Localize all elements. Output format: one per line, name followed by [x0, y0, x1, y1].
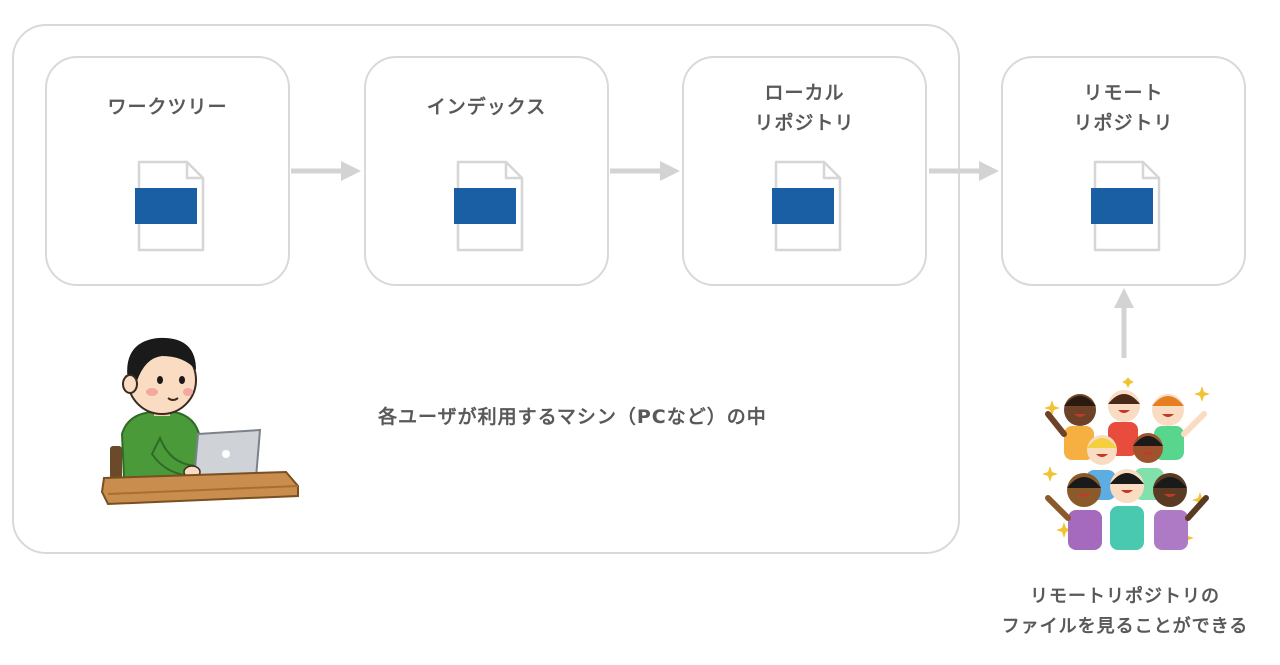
group-of-people-illustration — [1042, 378, 1210, 550]
stage-title: リモート リポジトリ — [1073, 82, 1174, 134]
arrow-icon — [929, 161, 999, 181]
file-icon — [454, 160, 524, 252]
stage-index: インデックス — [364, 56, 609, 286]
file-icon — [135, 160, 205, 252]
stage-title: ワークツリー — [107, 96, 228, 118]
local-machine-container — [12, 24, 960, 554]
arrow-icon — [1114, 288, 1134, 358]
stage-remote-repository: リモート リポジトリ — [1001, 56, 1246, 286]
machine-label: 各ユーザが利用するマシン（PCなど）の中 — [378, 406, 767, 428]
file-icon — [1091, 160, 1161, 252]
stage-work-tree: ワークツリー — [45, 56, 290, 286]
file-icon — [772, 160, 842, 252]
arrow-icon — [291, 161, 361, 181]
person-at-laptop-illustration — [100, 337, 299, 506]
remote-caption: リモートリポジトリの ファイルを見ることができる — [1001, 586, 1249, 637]
stage-title: インデックス — [426, 96, 547, 118]
arrow-icon — [610, 161, 680, 181]
stage-local-repository: ローカル リポジトリ — [682, 56, 927, 286]
stage-title: ローカル リポジトリ — [754, 82, 855, 134]
